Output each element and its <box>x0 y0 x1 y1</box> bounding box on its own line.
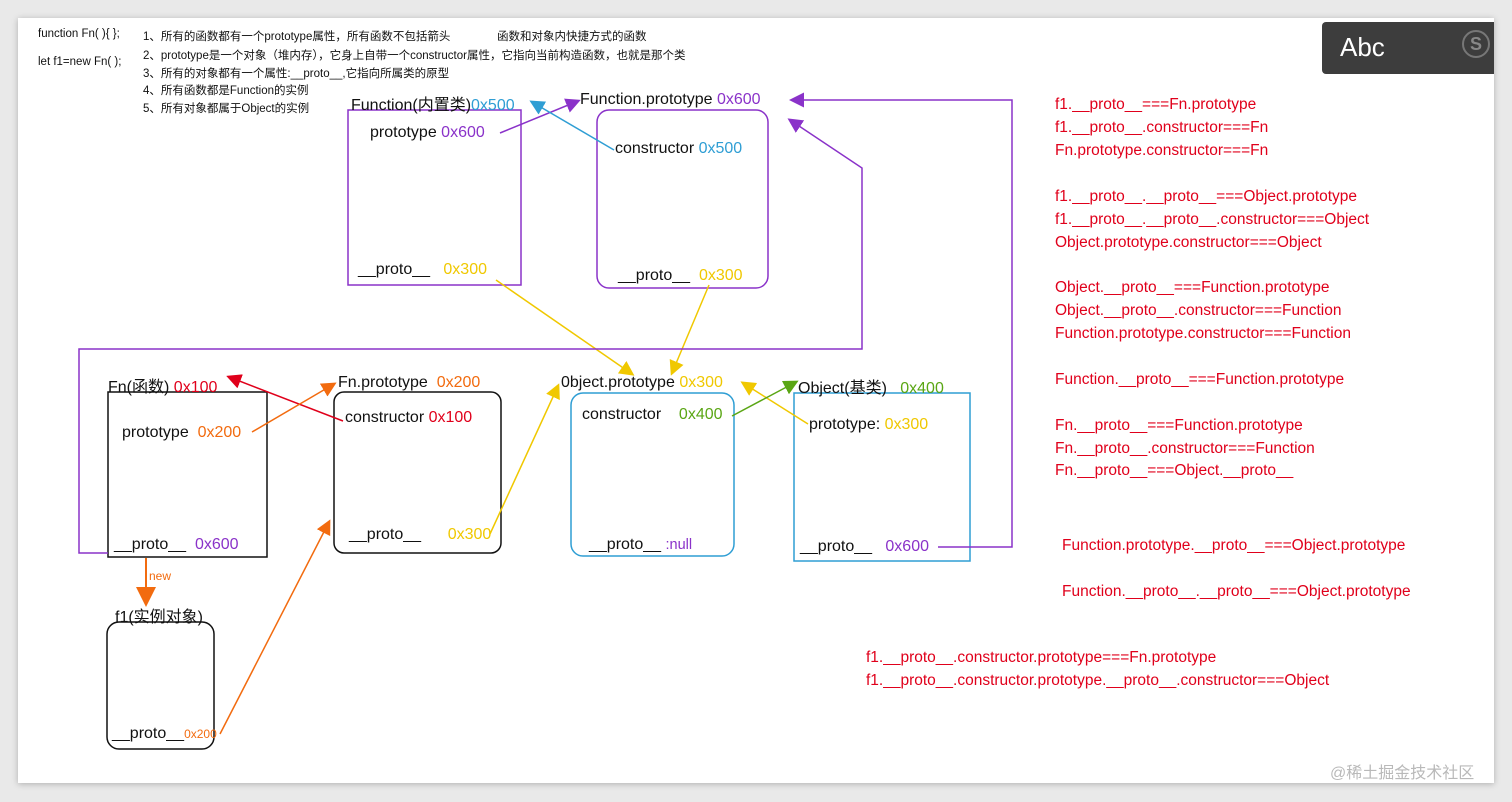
arrow-function-prototype <box>499 98 581 134</box>
function-prototype-box <box>596 109 769 289</box>
arrow-fn-prototype-proto <box>489 383 560 535</box>
function-box <box>347 109 522 286</box>
fn-title: Fn(函数) 0x100 <box>108 379 218 396</box>
abc-badge: Abc S <box>1322 22 1494 74</box>
fn-prototype-title: Fn.prototype 0x200 <box>338 374 481 391</box>
arrow-f1-proto <box>219 519 331 735</box>
object-prototype-box <box>570 392 735 557</box>
object-prototype-row: prototype: 0x300 <box>809 416 929 433</box>
note-2: 2、prototype是一个对象（堆内存），它身上自带一个constructor… <box>143 50 686 62</box>
arrow-fn-prototype <box>251 382 337 433</box>
object-prototype-constructor-row: constructor 0x400 <box>582 406 723 423</box>
arrow-function-proto <box>495 279 635 376</box>
object-title: Object(基类) 0x400 <box>798 380 944 397</box>
equation-3: Fn.prototype.constructor===Fn <box>1055 142 1269 159</box>
f1-title: f1(实例对象) <box>115 609 204 626</box>
arrow-fn-proto-loop <box>78 118 863 554</box>
object-prototype-title: 0bject.prototype 0x300 <box>561 374 723 391</box>
note-5: 5、所有对象都属于Object的实例 <box>143 103 310 115</box>
fn-prototype-constructor-row: constructor 0x100 <box>345 409 473 426</box>
object-proto-row: __proto__ 0x600 <box>800 538 929 555</box>
equation-5: f1.__proto__.__proto__.constructor===Obj… <box>1055 211 1370 228</box>
equation-4: f1.__proto__.__proto__===Object.prototyp… <box>1055 188 1358 205</box>
fn-proto-row: __proto__ 0x600 <box>114 536 239 553</box>
f1-box <box>106 621 215 750</box>
equation-14: Function.prototype.__proto__===Object.pr… <box>1062 537 1406 554</box>
function-proto-row: __proto__ 0x300 <box>358 261 487 278</box>
equation-9: Function.prototype.constructor===Functio… <box>1055 325 1351 342</box>
object-prototype-proto-row: __proto__ :null <box>589 536 693 553</box>
equation-12: Fn.__proto__.constructor===Function <box>1055 440 1315 457</box>
equation-6: Object.prototype.constructor===Object <box>1055 234 1322 251</box>
fn-prototype-box <box>333 391 502 554</box>
arrow-function-constructor <box>529 100 615 151</box>
s-logo-icon: S <box>1462 30 1490 58</box>
abc-badge-text: Abc <box>1340 32 1385 62</box>
function-title: Function(内置类)0x500 <box>351 97 515 114</box>
arrow-function-prototype-proto <box>669 284 710 376</box>
note-3: 3、所有的对象都有一个属性:__proto__,它指向所属类的原型 <box>143 68 450 80</box>
equation-11: Fn.__proto__===Function.prototype <box>1055 417 1303 434</box>
arrow-object-constructor <box>731 380 799 417</box>
code-line-2: let f1=new Fn( ); <box>38 56 122 68</box>
note-1b: 函数和对象内快捷方式的函数 <box>497 31 647 43</box>
equation-8: Object.__proto__.constructor===Function <box>1055 302 1342 319</box>
arrow-object-prototype <box>740 381 809 425</box>
function-prototype-row: prototype 0x600 <box>370 124 485 141</box>
object-box <box>793 392 971 562</box>
equation-15: Function.__proto__.__proto__===Object.pr… <box>1062 583 1411 600</box>
note-1: 1、所有的函数都有一个prototype属性，所有函数不包括箭头 <box>143 31 451 43</box>
watermark: @稀土掘金技术社区 <box>1330 765 1475 782</box>
fn-prototype-row: prototype 0x200 <box>122 424 242 441</box>
fn-box <box>107 391 268 558</box>
equation-13: Fn.__proto__===Object.__proto__ <box>1055 462 1294 479</box>
function-prototype-constructor-row: constructor 0x500 <box>615 140 743 157</box>
new-label: new <box>149 569 172 583</box>
f1-proto-row: __proto__0x200 <box>112 725 217 742</box>
function-prototype-title: Function.prototype 0x600 <box>580 91 761 108</box>
equation-16: f1.__proto__.constructor.prototype===Fn.… <box>866 649 1217 666</box>
fn-prototype-proto-row: __proto__ 0x300 <box>349 526 492 543</box>
equation-7: Object.__proto__===Function.prototype <box>1055 279 1330 296</box>
arrow-fn-constructor <box>226 374 344 422</box>
code-line-1: function Fn( ){ }; <box>38 28 120 40</box>
arrow-object-proto-loop <box>789 92 1013 548</box>
equation-17: f1.__proto__.constructor.prototype.__pro… <box>866 672 1330 689</box>
function-prototype-proto-row: __proto__ 0x300 <box>618 267 743 284</box>
diagram-canvas <box>18 18 1494 783</box>
equation-10: Function.__proto__===Function.prototype <box>1055 371 1345 388</box>
equation-1: f1.__proto__===Fn.prototype <box>1055 96 1257 113</box>
equation-2: f1.__proto__.constructor===Fn <box>1055 119 1269 136</box>
note-4: 4、所有函数都是Function的实例 <box>143 85 309 97</box>
